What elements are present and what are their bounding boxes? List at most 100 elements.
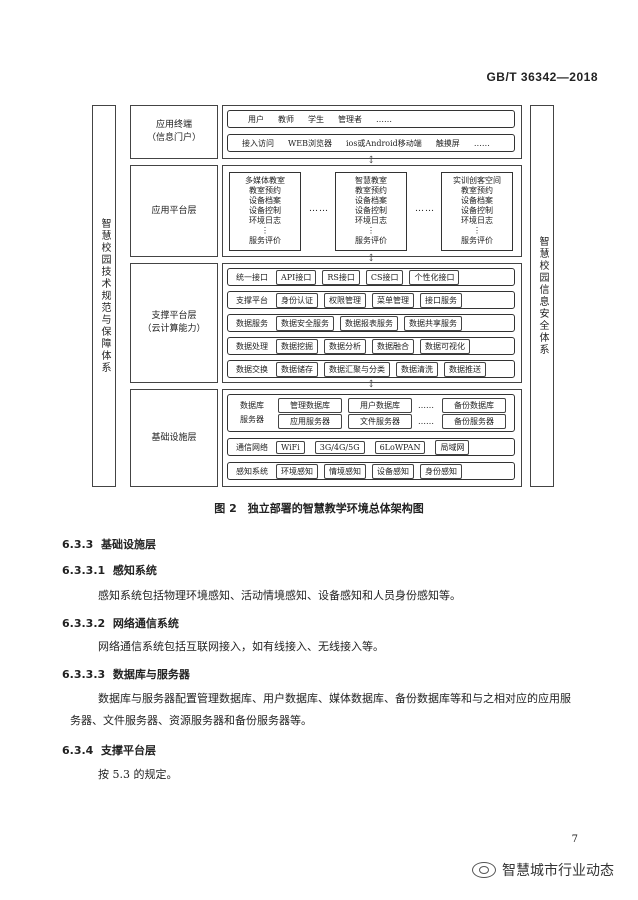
user-item: 用户 xyxy=(248,114,264,124)
row-label: 数据服务 xyxy=(236,318,268,328)
box-item: 环境日志 xyxy=(461,216,493,225)
box-item: ⋮ xyxy=(473,226,481,235)
paragraph-database-1: 数据库与服务器配置管理数据库、用户数据库、媒体数据库、备份数据库等和与之相对应的… xyxy=(98,692,571,705)
paragraph-network: 网络通信系统包括互联网接入，如有线接入、无线接入等。 xyxy=(98,640,384,653)
more-users: …… xyxy=(376,114,392,124)
app-dots-1: …… xyxy=(309,204,329,214)
box-item: 环境日志 xyxy=(249,216,281,225)
box-item: ⋮ xyxy=(261,226,269,235)
network-row: 通信网络 WiFi 3G/4G/5G 6LoWPAN 局域网 xyxy=(227,438,515,456)
section-6-3-3-1: 6.3.3.1 感知系统 xyxy=(62,562,157,578)
row-chip: 6LoWPAN xyxy=(374,440,426,454)
left-side-label: 智慧校园技术规范与保障体系 xyxy=(99,218,110,374)
support-row-data-exchange: 数据交换 数据储存 数据汇聚与分类 数据清洗 数据推送 xyxy=(227,360,515,378)
more-access: …… xyxy=(473,138,490,148)
teacher-item: 教师 xyxy=(278,114,294,124)
architecture-diagram: 智慧校园技术规范与保障体系 智慧校园信息安全体系 应用终端 （信息门户） 用户 … xyxy=(92,105,554,487)
section-num: 6.3.3.1 xyxy=(62,564,106,577)
app-dots-2: …… xyxy=(415,204,435,214)
row-chip: 数据清洗 xyxy=(396,361,438,377)
row-chip: 环境感知 xyxy=(276,463,318,479)
support-layer: 统一接口 API接口 RS接口 CS接口 个性化接口 支撑平台 身份认证 权限管… xyxy=(222,263,522,383)
multimedia-classroom-box: 多媒体教室 教室预约 设备档案 设备控制 环境日志 ⋮ 服务评价 xyxy=(229,172,301,251)
row-chip: 数据融合 xyxy=(372,338,414,354)
section-title: 感知系统 xyxy=(112,564,157,577)
arrow-icon: ↕ xyxy=(367,253,376,264)
server-label: 服务器 xyxy=(240,415,264,424)
row-chip: 权限管理 xyxy=(324,292,366,308)
box-item: 服务评价 xyxy=(461,236,493,245)
row-label: 支撑平台 xyxy=(236,295,268,305)
section-num: 6.3.3.2 xyxy=(62,617,106,630)
section-title: 网络通信系统 xyxy=(112,617,179,630)
server-dots: …… xyxy=(418,417,434,426)
server-items: 应用服务器 文件服务器 …… 备份服务器 xyxy=(278,414,512,429)
box-item: 设备控制 xyxy=(355,206,387,215)
server-chip: 文件服务器 xyxy=(348,414,412,429)
box-item: 环境日志 xyxy=(355,216,387,225)
box-title: 实训创客空间 xyxy=(453,176,501,185)
section-num: 6.3.3 xyxy=(62,538,94,551)
row-label: 通信网络 xyxy=(236,442,268,452)
row-label: 统一接口 xyxy=(236,272,268,282)
page-number: 7 xyxy=(571,834,578,845)
row-chip: 情境感知 xyxy=(324,463,366,479)
box-title: 多媒体教室 xyxy=(245,176,285,185)
db-server-row: 数据库 服务器 管理数据库 用户数据库 …… 备份数据库 应用服务器 文件服务器… xyxy=(227,394,515,432)
paragraph-support: 按 5.3 的规定。 xyxy=(98,768,178,781)
maker-space-box: 实训创客空间 教室预约 设备档案 设备控制 环境日志 ⋮ 服务评价 xyxy=(441,172,513,251)
section-title: 支撑平台层 xyxy=(101,744,156,757)
box-item: 服务评价 xyxy=(249,236,281,245)
terminal-layer: 用户 教师 学生 管理者 …… 接入访问 WEB浏览器 ios或Android移… xyxy=(222,105,522,159)
infrastructure-layer-name: 基础设施层 xyxy=(130,389,218,487)
section-title: 基础设施层 xyxy=(101,538,156,551)
student-item: 学生 xyxy=(308,114,324,124)
database-items: 管理数据库 用户数据库 …… 备份数据库 xyxy=(278,398,512,413)
wechat-icon xyxy=(472,862,496,878)
application-layer-name: 应用平台层 xyxy=(130,165,218,257)
watermark: 智慧城市行业动态 xyxy=(472,860,614,880)
section-6-3-3-2: 6.3.3.2 网络通信系统 xyxy=(62,615,179,631)
support-row-interface: 统一接口 API接口 RS接口 CS接口 个性化接口 xyxy=(227,268,515,286)
row-chip: 身份感知 xyxy=(420,463,462,479)
row-chip: 设备感知 xyxy=(372,463,414,479)
section-num: 6.3.4 xyxy=(62,744,94,757)
support-layer-name: 支撑平台层 （云计算能力） xyxy=(130,263,218,383)
db-chip: 用户数据库 xyxy=(348,398,412,413)
section-6-3-3-3: 6.3.3.3 数据库与服务器 xyxy=(62,666,190,682)
row-chip: 身份认证 xyxy=(276,292,318,308)
row-chip: 数据推送 xyxy=(444,361,486,377)
row-chip: 接口服务 xyxy=(420,292,462,308)
row-chip: 数据可视化 xyxy=(420,338,470,354)
web-browser-item: WEB浏览器 xyxy=(288,138,332,148)
box-item: 设备控制 xyxy=(249,206,281,215)
row-chip: 数据安全服务 xyxy=(276,315,334,331)
db-dots: …… xyxy=(418,401,434,410)
row-chip: API接口 xyxy=(276,269,317,285)
row-chip: CS接口 xyxy=(365,269,404,285)
row-chip: 数据挖掘 xyxy=(276,338,318,354)
right-side-column: 智慧校园信息安全体系 xyxy=(530,105,554,487)
paragraph-database-2: 务器、文件服务器、资源服务器和备份服务器等。 xyxy=(70,714,312,727)
server-chip: 应用服务器 xyxy=(278,414,342,429)
box-item: 教室预约 xyxy=(355,186,387,195)
db-server-labels: 数据库 服务器 xyxy=(228,399,276,427)
row-chip: 局域网 xyxy=(435,439,470,455)
section-num: 6.3.3.3 xyxy=(62,668,106,681)
section-6-3-3: 6.3.3 基础设施层 xyxy=(62,536,156,552)
box-item: ⋮ xyxy=(367,226,375,235)
row-label: 数据交换 xyxy=(236,364,268,374)
box-item: 教室预约 xyxy=(461,186,493,195)
access-label: 接入访问 xyxy=(242,138,274,148)
box-item: 教室预约 xyxy=(249,186,281,195)
row-chip: 数据储存 xyxy=(276,361,318,377)
box-item: 设备档案 xyxy=(355,196,387,205)
left-side-column: 智慧校园技术规范与保障体系 xyxy=(92,105,116,487)
row-chip: 3G/4G/5G xyxy=(314,440,365,454)
row-chip: 数据汇聚与分类 xyxy=(324,361,390,377)
infrastructure-layer: 数据库 服务器 管理数据库 用户数据库 …… 备份数据库 应用服务器 文件服务器… xyxy=(222,389,522,487)
row-chip: 数据报表服务 xyxy=(340,315,398,331)
support-row-platform: 支撑平台 身份认证 权限管理 菜单管理 接口服务 xyxy=(227,291,515,309)
box-item: 设备档案 xyxy=(461,196,493,205)
section-title: 数据库与服务器 xyxy=(112,668,190,681)
